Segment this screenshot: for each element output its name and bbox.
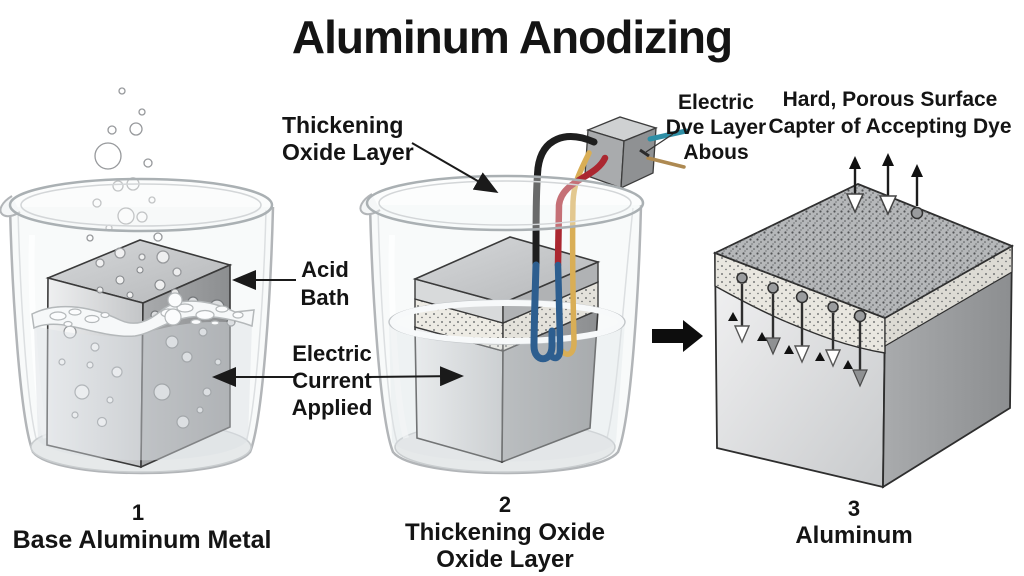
rising-bubbles <box>86 87 182 277</box>
red-wire-blue-tip <box>547 261 564 362</box>
stage-2-number: 2 <box>498 492 512 517</box>
thickening-arrow <box>411 142 499 194</box>
stage-3-number: 3 <box>847 496 861 521</box>
current-line2: Current <box>292 368 372 393</box>
page-title: Aluminum Anodizing <box>291 11 733 63</box>
thickening-line1: Thickening <box>282 112 404 138</box>
hard-porous-label: Hard, Porous Surface Capter of Accepting… <box>760 86 1020 140</box>
current-arrow-right <box>366 366 464 387</box>
dye-line1: Electric <box>678 91 754 114</box>
small-up-triangles <box>728 312 853 369</box>
stage-3-caption: Aluminum <box>795 522 913 549</box>
teal-lead <box>647 128 689 142</box>
stage-1-number: 1 <box>131 500 145 525</box>
top-pore <box>910 206 924 220</box>
beaker-1-rim <box>8 177 274 233</box>
water-foam <box>49 292 244 328</box>
stage-2-caption-line2: Oxide Layer <box>436 546 574 573</box>
acid-bath-label: Acid Bath <box>290 256 360 312</box>
electric-dye-label: Electric Dve Layer Abous <box>662 90 770 165</box>
red-wire <box>554 154 609 269</box>
black-wire-blue-tip <box>530 261 556 363</box>
beaker-1-glass-highlight <box>28 234 49 439</box>
thickening-line2: Oxide Layer <box>282 139 414 165</box>
anodized-block-3 <box>712 153 1015 489</box>
beaker-1-rim-inner <box>20 183 262 227</box>
stage-2-caption: Thickening Oxide Oxide Layer <box>385 519 625 573</box>
pin-detail <box>639 148 650 158</box>
annotation-arrows <box>212 142 499 387</box>
dye-entry-arrows <box>845 153 924 220</box>
gold-pin <box>646 156 686 169</box>
current-line1: Electric <box>292 341 372 366</box>
dye-line3: Abous <box>683 141 749 164</box>
aluminum-block-2 <box>412 236 601 464</box>
thickening-oxide-label: Thickening Oxide Layer <box>282 112 414 166</box>
porous-line2: Capter of Accepting Dye <box>768 115 1012 138</box>
beaker-2-rim-inner <box>378 180 632 226</box>
pores <box>736 272 867 323</box>
current-line3: Applied <box>291 395 373 420</box>
water-surface-wave <box>31 300 255 338</box>
acid-bath-liquid <box>31 292 255 461</box>
beaker-2-rim <box>365 174 645 232</box>
beaker-2-glass-highlight <box>388 234 409 439</box>
waterline-band <box>390 300 624 344</box>
stage-2-caption-line1: Thickening Oxide <box>404 519 606 546</box>
acid-line1: Acid <box>301 257 349 282</box>
dye-label-pointer-line <box>645 133 674 153</box>
dye-line2: Dve Layer <box>665 116 767 139</box>
pore-arrows <box>728 272 868 388</box>
process-arrow-icon <box>652 320 703 352</box>
electric-current-label: Electric Current Applied <box>288 340 376 421</box>
acid-line2: Bath <box>300 285 350 310</box>
porous-line1: Hard, Porous Surface <box>782 88 998 111</box>
stage-1-caption: Base Aluminum Metal <box>12 526 272 554</box>
